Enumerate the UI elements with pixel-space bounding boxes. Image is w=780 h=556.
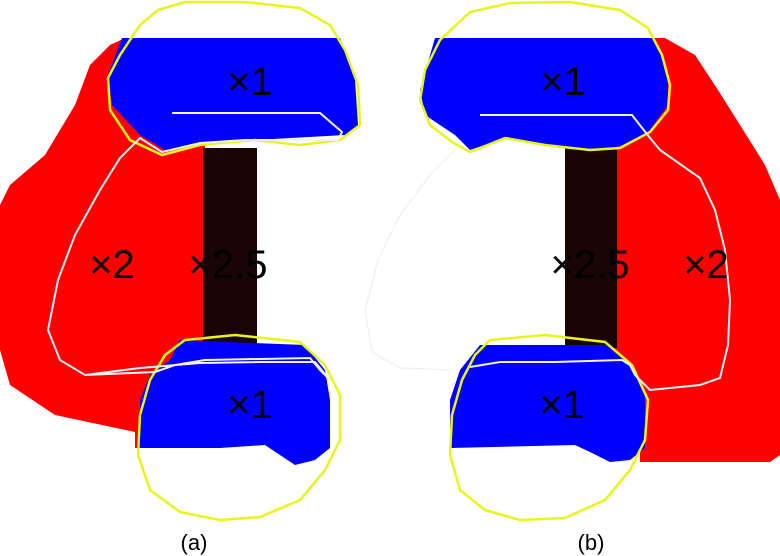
blue-region-top-a <box>108 38 358 150</box>
white-outline-b <box>469 114 732 392</box>
red-region-b <box>610 38 780 462</box>
blue-region-bottom-a <box>140 340 330 465</box>
blue-region-top-b <box>420 38 668 150</box>
panel-b: ×1 ×2.5 ×2 ×1 (b) <box>364 0 780 555</box>
caption-a: (a) <box>181 530 208 555</box>
label-center-b: ×2.5 <box>551 243 630 287</box>
white-outline-faint-b <box>364 149 456 371</box>
yellow-outline-bottom-b <box>448 333 650 522</box>
label-top-a: ×1 <box>227 60 273 104</box>
caption-b: (b) <box>578 530 605 555</box>
label-bottom-a: ×1 <box>227 383 273 427</box>
bar-b <box>565 148 617 348</box>
white-outline-a <box>46 112 344 381</box>
label-top-b: ×1 <box>540 60 586 104</box>
yellow-outline-top-b <box>418 0 672 154</box>
label-center-a: ×2.5 <box>189 243 268 287</box>
blue-region-bottom-b <box>450 345 645 462</box>
panel-a: ×1 ×2 ×2.5 ×1 (a) <box>0 0 362 555</box>
yellow-outline-top-a <box>106 0 362 157</box>
bar-a <box>203 148 257 348</box>
label-right-b: ×2 <box>683 243 729 287</box>
yellow-outline-bottom-a <box>136 333 342 522</box>
label-bottom-b: ×1 <box>539 383 585 427</box>
label-left-a: ×2 <box>89 243 135 287</box>
